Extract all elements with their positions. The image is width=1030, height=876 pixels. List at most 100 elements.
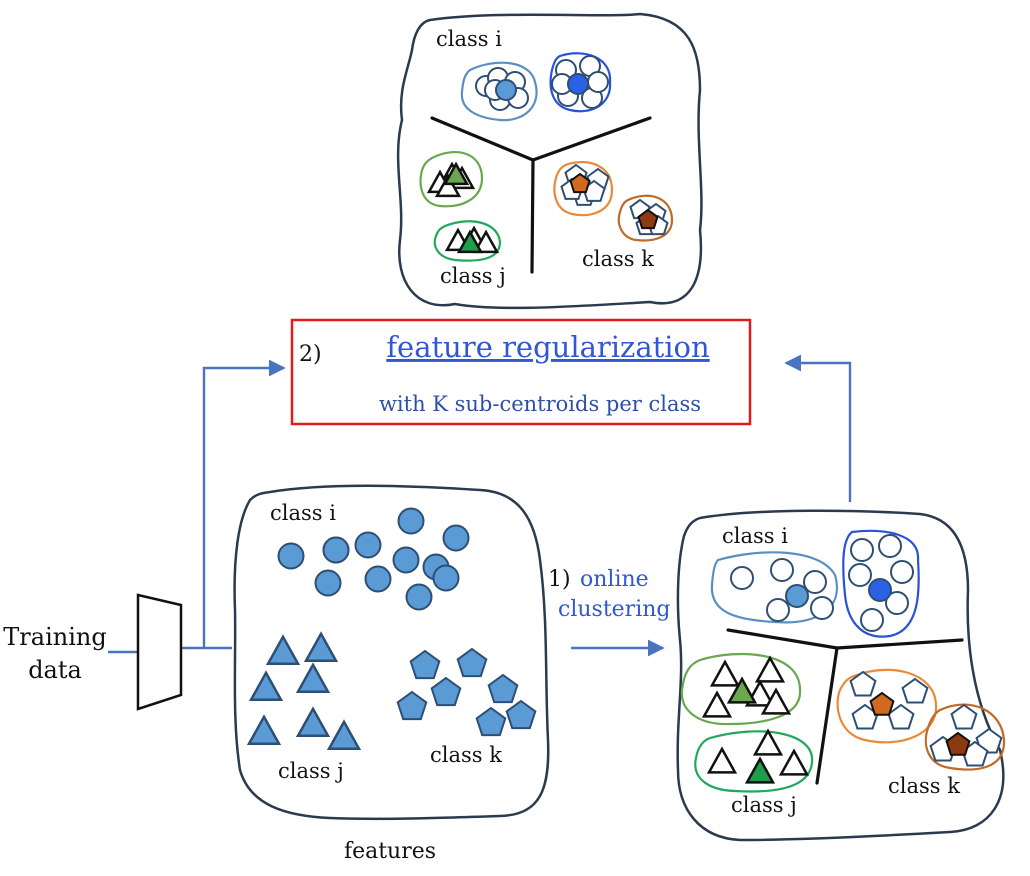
separator-line <box>815 646 839 785</box>
sub-centroid-pentagon <box>869 691 895 716</box>
separator-line <box>835 638 964 650</box>
separator-line <box>726 628 839 650</box>
sub-cluster-outline <box>710 551 838 624</box>
sub-cluster-outline <box>680 652 802 726</box>
clustered-space-outline <box>676 509 1005 842</box>
sub-centroid-triangle <box>726 676 758 704</box>
step1-label: clustering <box>558 597 670 622</box>
feature-point-triangle <box>246 714 282 746</box>
step1-label: online <box>580 567 649 592</box>
feature-point-triangle <box>709 659 741 687</box>
feature-point-circle <box>405 583 433 611</box>
feature-point-triangle <box>752 728 784 756</box>
feature-point-pentagon <box>849 670 877 697</box>
feature-point-pentagon <box>396 690 428 721</box>
feature-point-circle <box>850 538 874 562</box>
step2-number: 2) <box>299 342 322 367</box>
sub-centroid-circle <box>785 584 809 608</box>
feature-point-circle <box>766 598 790 622</box>
feature-point-triangle <box>760 687 792 715</box>
class-label-i: class i <box>270 501 336 525</box>
feature-point-circle <box>885 591 909 615</box>
feature-point-circle <box>364 565 392 593</box>
sub-cluster-outline <box>433 220 502 262</box>
sub-centroid-triangle <box>442 161 470 186</box>
sub-centroid-pentagon <box>569 172 591 194</box>
sub-centroid-pentagon <box>945 731 971 756</box>
feature-point-triangle <box>248 670 284 702</box>
feature-point-circle <box>442 524 470 552</box>
feature-point-triangle <box>295 662 331 694</box>
step1-number: 1) <box>548 567 571 592</box>
class-label-k: class k <box>430 743 502 767</box>
feature-regularization-box: 2) feature regularization with K sub-cen… <box>290 318 752 426</box>
clustered-to-regularization-arrow <box>784 354 852 502</box>
feature-point-circle <box>803 570 827 594</box>
training-data-label: data <box>28 656 82 684</box>
feature-point-pentagon <box>487 673 519 704</box>
regularization-box-border <box>290 318 752 426</box>
sub-cluster-outline <box>836 668 938 744</box>
class-label-j: class j <box>440 264 506 288</box>
feature-point-pentagon <box>475 706 507 737</box>
class-label-k: class k <box>888 774 960 798</box>
feature-point-triangle <box>701 690 733 718</box>
feature-point-circle <box>397 507 425 535</box>
sub-cluster-outline <box>553 160 614 217</box>
sub-centroid-circle <box>495 79 517 101</box>
feature-point-circle <box>890 560 914 584</box>
sub-cluster-outline <box>460 61 538 122</box>
class-label-i: class i <box>722 524 788 548</box>
feature-point-pentagon <box>409 649 441 680</box>
feature-point-circle <box>322 536 350 564</box>
separator-line <box>530 158 535 274</box>
feature-point-triangle <box>778 748 810 776</box>
feature-point-circle <box>770 558 794 582</box>
feature-point-circle <box>878 534 902 558</box>
feature-point-pentagon <box>950 703 978 730</box>
clustered-feature-space: class i class j class k <box>676 509 1006 842</box>
separator-line <box>531 116 652 162</box>
sub-centroid-pentagon <box>637 208 659 230</box>
regularization-title: feature regularization <box>386 330 709 364</box>
feature-point-triangle <box>706 746 738 774</box>
sub-cluster-outline <box>617 194 674 242</box>
class-label-i: class i <box>436 27 502 51</box>
sub-centroid-circle <box>567 73 589 95</box>
feature-point-pentagon <box>456 647 488 678</box>
sub-cluster-outline <box>924 703 1006 771</box>
feature-point-circle <box>860 608 884 632</box>
training-data-label: Training <box>3 623 106 651</box>
feature-point-circle <box>730 566 754 590</box>
feature-points <box>246 507 537 751</box>
feature-point-circle <box>392 546 420 574</box>
backbone-network-icon <box>136 593 183 711</box>
feature-point-triangle <box>265 634 301 666</box>
feature-point-circle <box>432 564 460 592</box>
class-label-k: class k <box>582 247 654 271</box>
sub-centroid-triangle <box>744 756 776 784</box>
feature-point-circle <box>354 531 382 559</box>
flow-arrows <box>108 354 852 657</box>
raw-feature-space: class i class j class k <box>233 484 550 821</box>
features-caption: features <box>344 839 436 864</box>
feature-point-triangle <box>434 173 462 198</box>
sub-cluster-outline <box>549 52 612 113</box>
cluster-group <box>419 52 674 262</box>
class-label-j: class j <box>278 759 344 783</box>
sub-centroid-circle <box>868 578 892 602</box>
cluster-group <box>680 529 1006 793</box>
feature-point-triangle <box>303 631 339 663</box>
sub-cluster-outline <box>694 730 814 793</box>
feature-point-triangle <box>754 655 786 683</box>
class-label-j: class j <box>731 793 797 817</box>
sub-cluster-outline <box>842 529 920 638</box>
feature-point-circle <box>277 542 305 570</box>
separator-line <box>430 116 535 162</box>
feature-point-pentagon <box>430 676 462 707</box>
feature-point-circle <box>810 596 834 620</box>
feature-point-triangle <box>472 229 500 254</box>
sub-cluster-outline <box>419 150 484 208</box>
feature-point-circle <box>314 569 342 597</box>
